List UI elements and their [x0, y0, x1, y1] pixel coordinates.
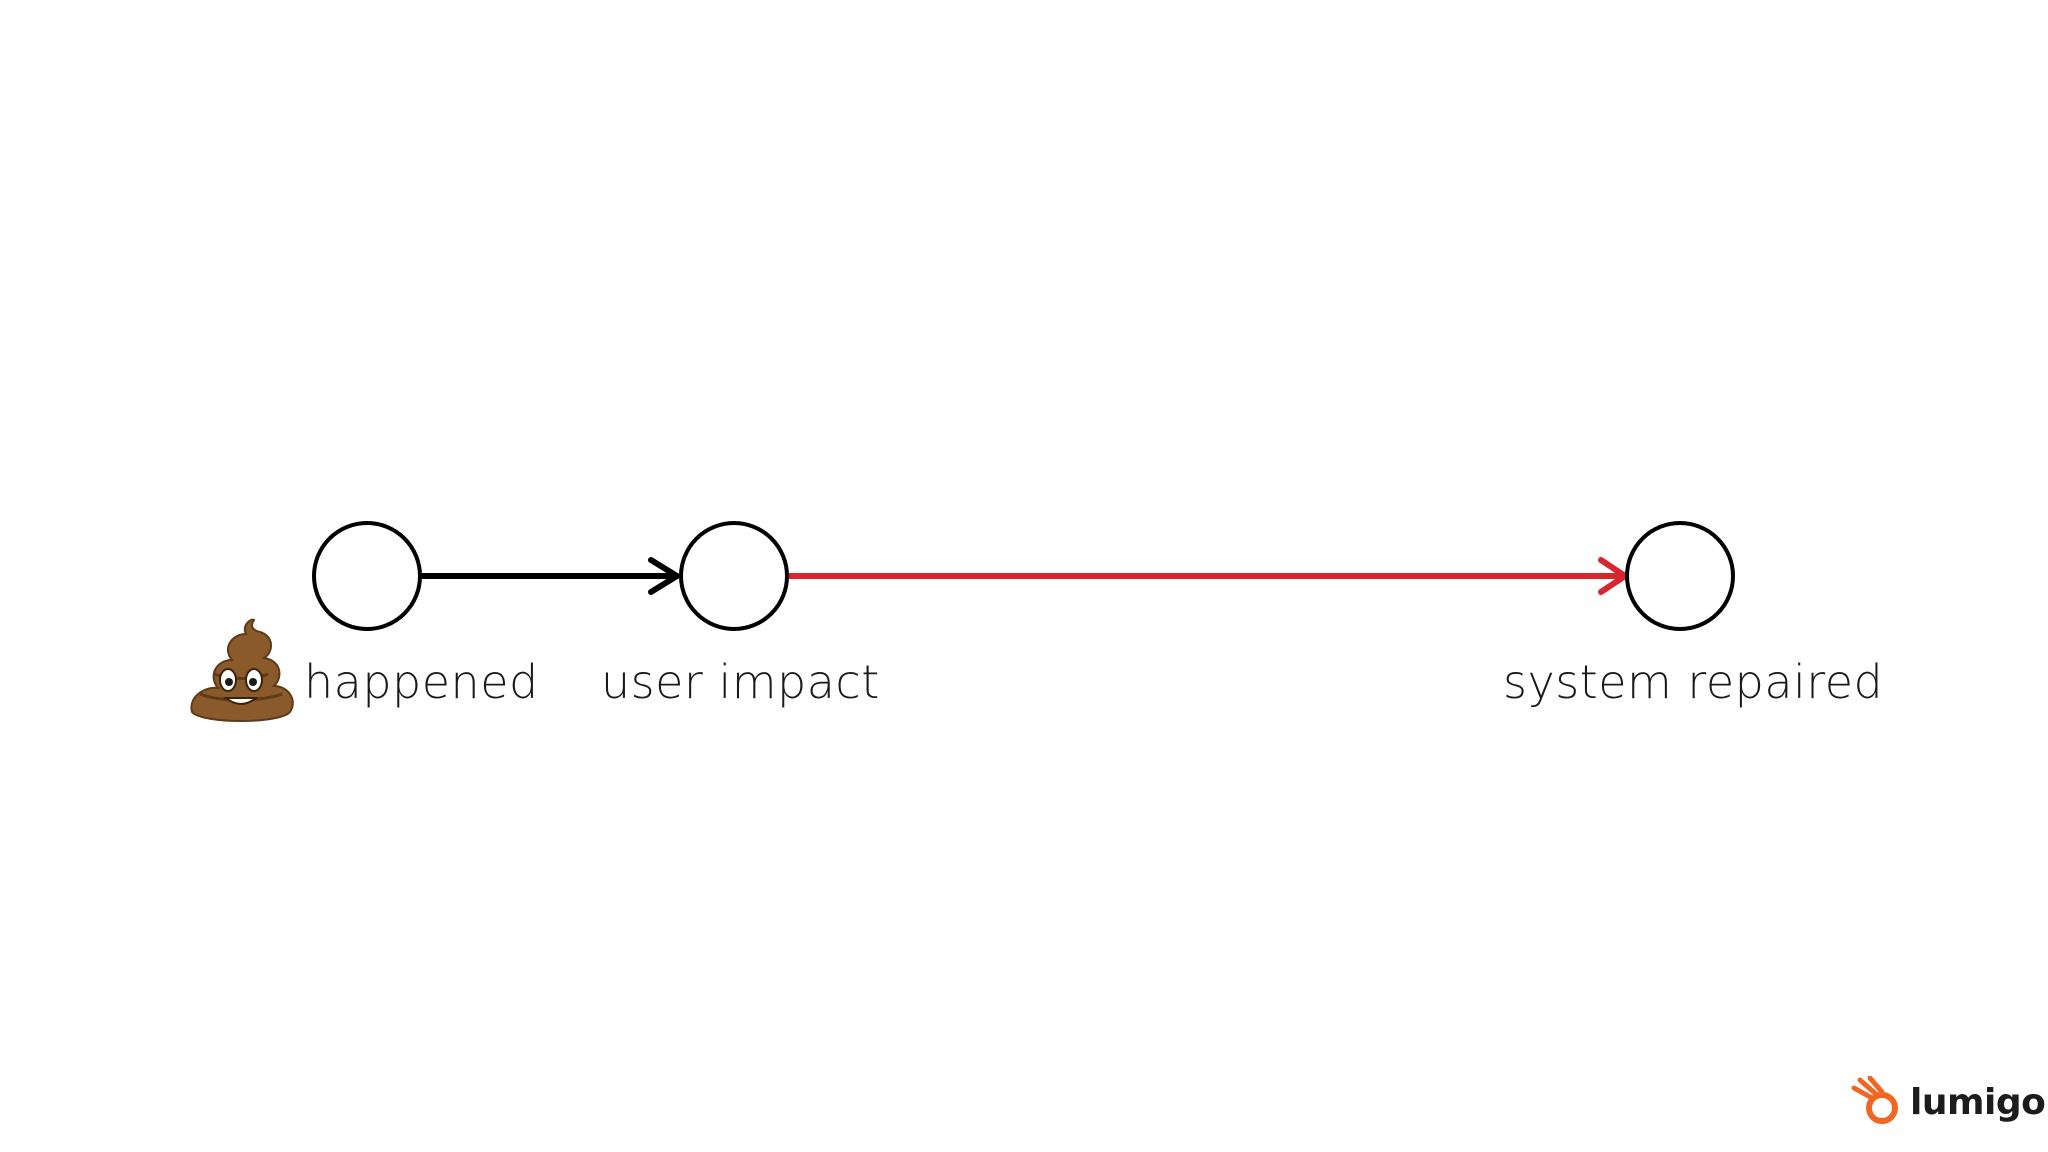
label-happened: happened [304, 655, 539, 709]
pile-of-poo-icon [190, 618, 294, 722]
lumigo-logo-icon [1851, 1076, 1898, 1124]
label-user-impact: user impact [601, 655, 880, 709]
node-user-impact [679, 521, 789, 631]
node-system-repaired [1625, 521, 1735, 631]
edge-happened-to-user-impact [418, 557, 680, 595]
label-system-repaired: system repaired [1503, 655, 1884, 709]
lumigo-logo: lumigo [1850, 1072, 2046, 1132]
edge-user-impact-to-system-repaired [786, 557, 1628, 595]
node-happened [312, 521, 422, 631]
lumigo-wordmark: lumigo [1910, 1081, 2046, 1123]
